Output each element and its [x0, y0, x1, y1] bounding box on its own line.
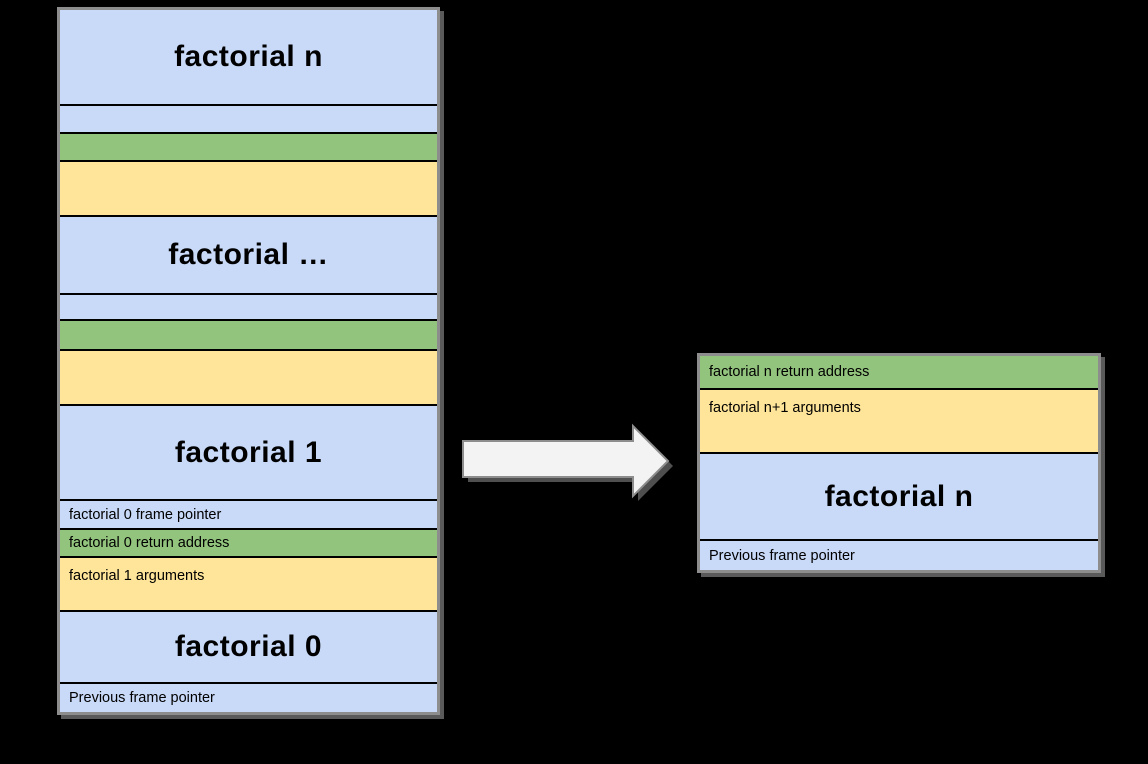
- label-factorial-n-plus-1-arguments: factorial n+1 arguments: [700, 388, 1098, 452]
- label-factorial-0-return-address: factorial 0 return address: [60, 528, 437, 556]
- band-frame-pointer-2: [60, 293, 437, 319]
- band-frame-pointer-1: [60, 104, 437, 132]
- single-tail-call-frame: factorial n return address factorial n+1…: [697, 353, 1101, 573]
- frame-title-factorial-ellipsis: factorial …: [60, 215, 437, 293]
- band-return-address-2: [60, 319, 437, 349]
- label-factorial-0-frame-pointer: factorial 0 frame pointer: [60, 499, 437, 528]
- label-previous-frame-pointer: Previous frame pointer: [60, 682, 437, 712]
- band-return-address-1: [60, 132, 437, 160]
- frame-title-factorial-1: factorial 1: [60, 404, 437, 499]
- recursive-call-stack: factorial n factorial … factorial 1 fact…: [57, 7, 440, 715]
- transform-right-arrow-icon: [462, 423, 673, 501]
- label-factorial-n-return-address: factorial n return address: [700, 356, 1098, 388]
- frame-title-factorial-n: factorial n: [60, 10, 437, 104]
- frame-title-factorial-n-right: factorial n: [700, 452, 1098, 539]
- label-previous-frame-pointer-right: Previous frame pointer: [700, 539, 1098, 570]
- band-arguments-2: [60, 349, 437, 404]
- frame-title-factorial-0: factorial 0: [60, 610, 437, 682]
- band-arguments-1: [60, 160, 437, 215]
- label-factorial-1-arguments: factorial 1 arguments: [60, 556, 437, 610]
